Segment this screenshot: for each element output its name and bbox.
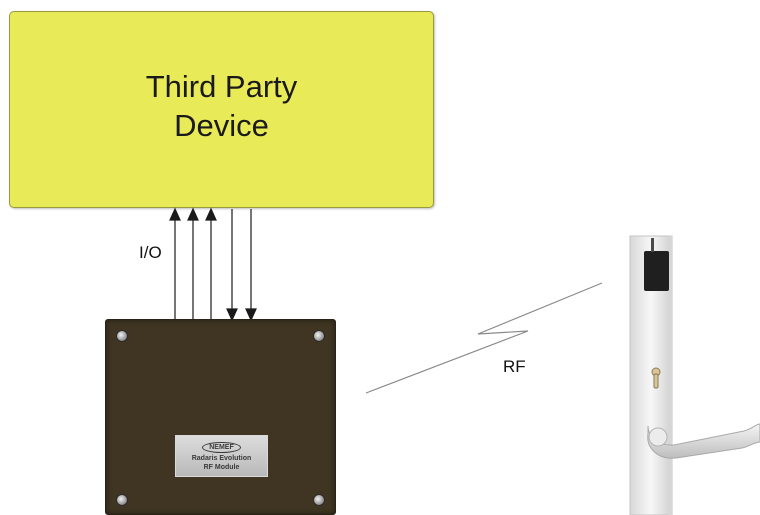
third-party-device-box: Third Party Device [9,11,434,208]
arrow-down-icon [245,308,257,322]
device-title-line-2: Device [174,108,269,143]
lever-rosette [648,427,668,447]
screw-icon [116,330,128,342]
screw-icon [313,494,325,506]
lock-faceplate-shadow [668,236,672,515]
arrow-up-icon [205,207,217,221]
screw-icon [116,494,128,506]
module-name-line-1: Radaris Evolution [191,455,252,462]
rf-label: RF [503,357,526,376]
io-up-arrows [169,207,217,320]
nemef-logo: NEMEF [202,442,241,453]
arrow-up-icon [187,207,199,221]
device-title: Third Party Device [10,67,433,145]
lever-handle-icon [647,423,760,459]
device-title-line-1: Third Party [145,69,298,104]
screw-icon [313,330,325,342]
rf-reader-cable [651,238,654,252]
door-lock [629,235,760,515]
module-name-line-2: RF Module [203,464,240,471]
module-nameplate: NEMEF Radaris Evolution RF Module [175,435,268,477]
rf-module-box: NEMEF Radaris Evolution RF Module [105,319,336,515]
io-down-arrows [226,209,257,322]
rf-reader-pad [644,251,669,291]
arrow-up-icon [169,207,181,221]
arrow-down-icon [226,308,238,322]
rf-link-zigzag [365,282,603,394]
cylinder-keyhole-slot [653,373,659,389]
io-label: I/O [139,243,162,262]
